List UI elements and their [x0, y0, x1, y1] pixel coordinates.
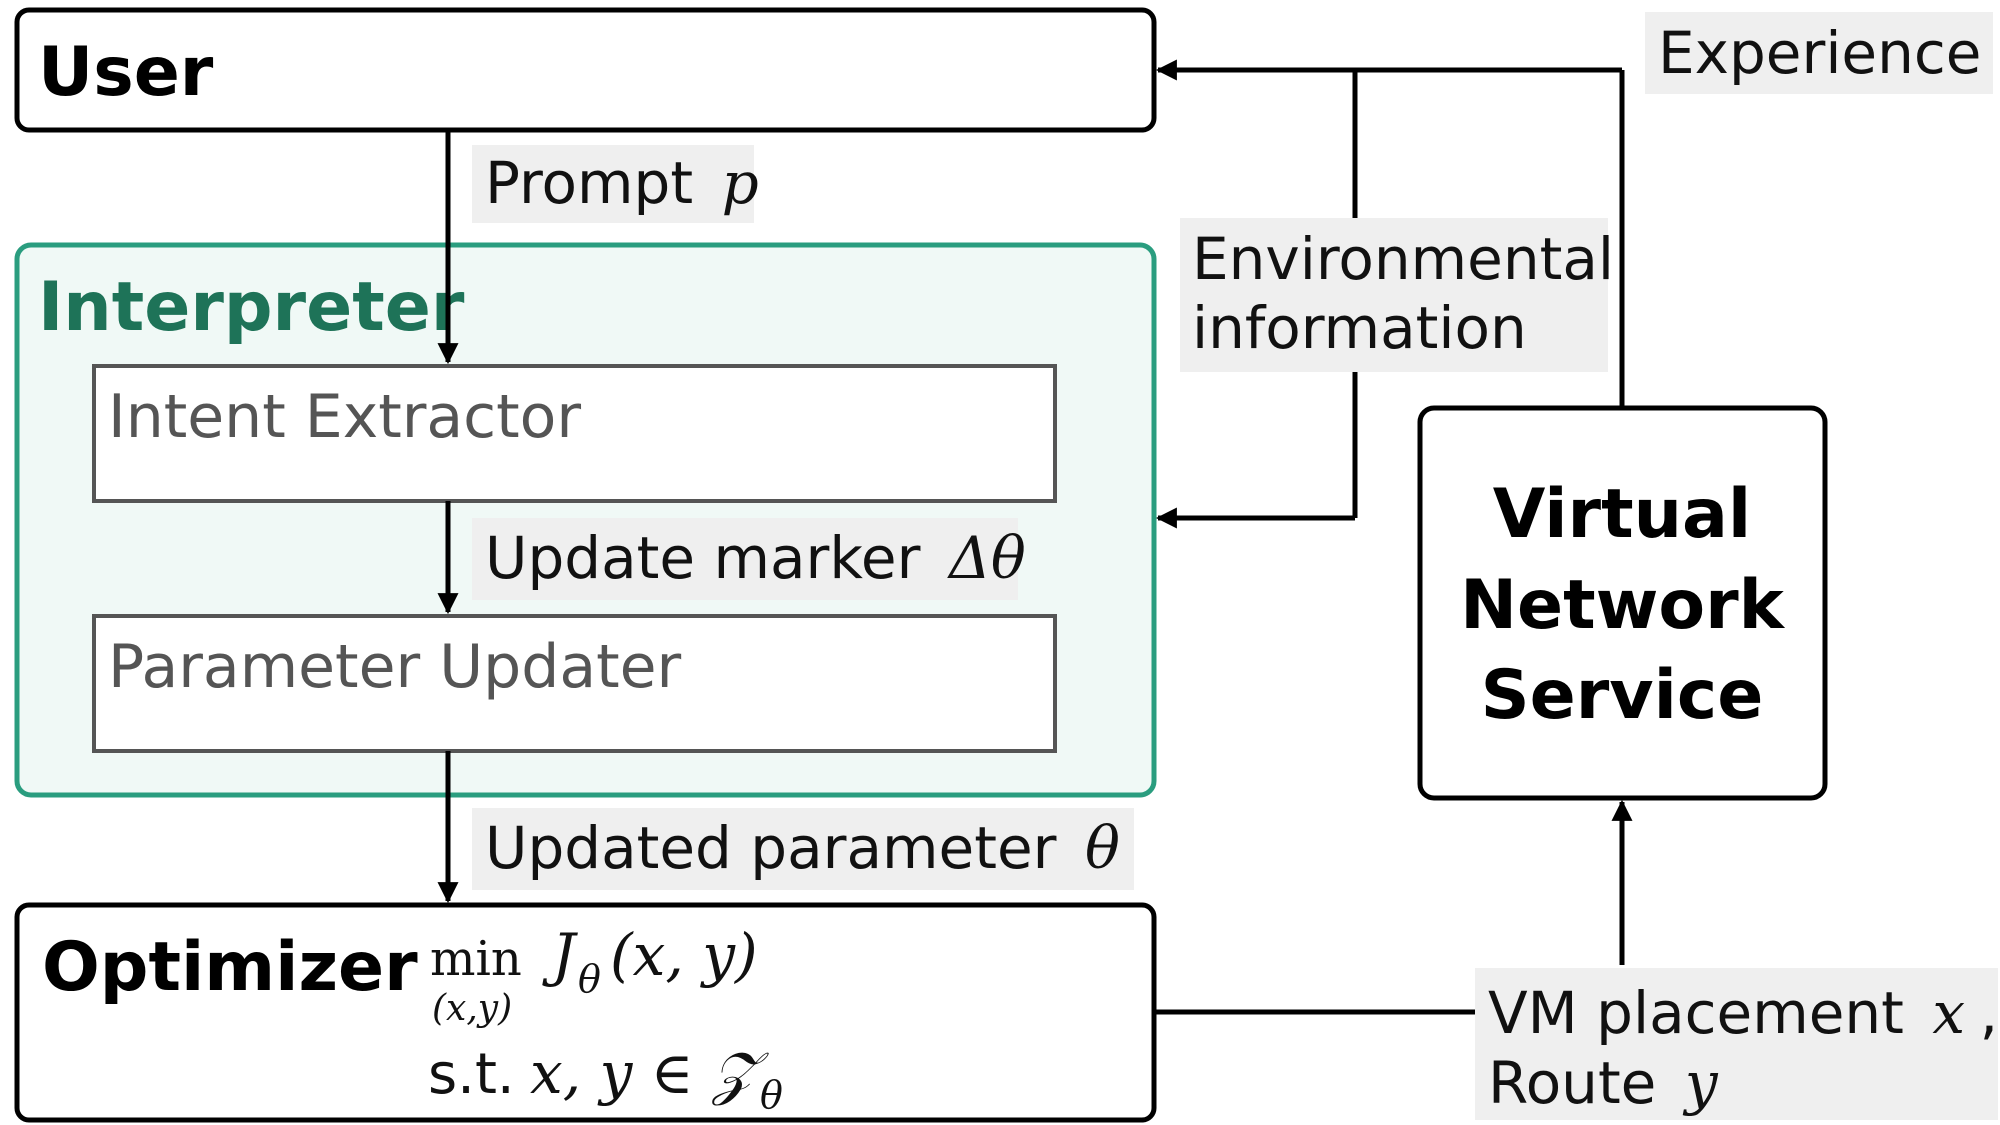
- experience-label: Experience: [1658, 19, 1981, 87]
- vns-title-line2: Network: [1460, 566, 1786, 645]
- experience-label-bg: [1645, 12, 1993, 94]
- updated-parameter-label: Updated parameter θ: [485, 814, 1120, 882]
- vm-placement-label-bg: [1475, 968, 1998, 1120]
- user-box: [14, 7, 1157, 133]
- parameter-updater-label: Parameter Updater: [108, 632, 682, 702]
- vm-placement-label-suffix: ,: [1980, 979, 1998, 1047]
- updated-parameter-label-bg: [472, 808, 1134, 890]
- vm-placement-label-text: VM placement: [1488, 979, 1904, 1047]
- prompt-label-var: p: [722, 149, 759, 217]
- prompt-label-text: Prompt: [485, 149, 693, 217]
- parameter-updater-box: [92, 614, 1057, 753]
- update-marker-label-text: Update marker: [485, 524, 921, 592]
- vm-placement-label: VM placement x ,: [1488, 979, 1998, 1047]
- route-label-text: Route: [1488, 1049, 1656, 1117]
- optimizer-objective-args: (x, y): [610, 921, 758, 989]
- intent-extractor-box: [92, 364, 1057, 503]
- vns-title-line1: Virtual: [1493, 475, 1751, 554]
- optimizer-objective-min-subscript: (x,y): [432, 988, 512, 1029]
- environmental-label-line2: information: [1192, 294, 1527, 362]
- vns-title-line3: Service: [1481, 656, 1764, 735]
- optimizer-title: Optimizer: [42, 928, 418, 1007]
- environmental-label-line1: Environmental: [1192, 225, 1614, 293]
- vm-placement-label-var: x: [1932, 979, 1965, 1047]
- intent-extractor-label: Intent Extractor: [108, 382, 581, 452]
- optimizer-constraint-expr: x, y ∈ 𝒵: [530, 1039, 769, 1107]
- optimizer-constraint-subscript: θ: [760, 1073, 783, 1117]
- optimizer-objective-function-subscript: θ: [578, 957, 601, 1001]
- route-label-var: y: [1682, 1049, 1719, 1117]
- optimizer-objective-min: min: [430, 931, 522, 987]
- update-marker-label: Update marker Δθ: [485, 524, 1026, 592]
- interpreter-title: Interpreter: [38, 268, 465, 347]
- updated-parameter-label-text: Updated parameter: [485, 814, 1057, 882]
- route-label: Route y: [1488, 1049, 1719, 1117]
- prompt-label: Prompt p: [485, 149, 759, 217]
- user-title: User: [38, 33, 214, 112]
- prompt-label-bg: [472, 145, 754, 223]
- environmental-label-bg: [1180, 218, 1608, 372]
- update-marker-label-bg: [472, 518, 1018, 600]
- optimizer-constraint-prefix: s.t.: [428, 1042, 515, 1107]
- update-marker-label-var: Δθ: [947, 524, 1026, 592]
- updated-parameter-label-var: θ: [1085, 814, 1120, 882]
